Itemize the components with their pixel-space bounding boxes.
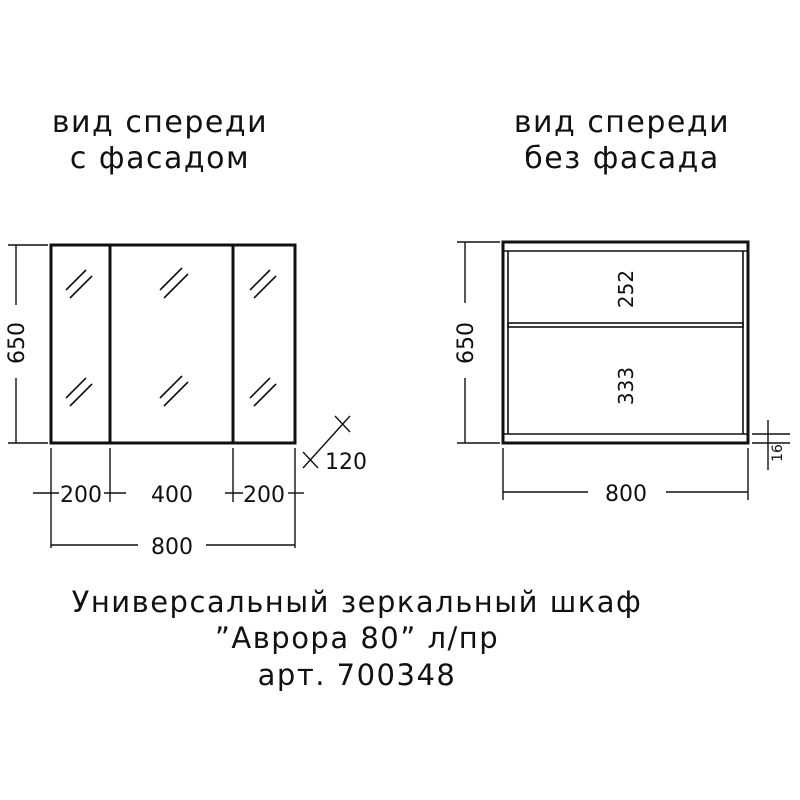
left-height-label: 650 bbox=[5, 322, 30, 364]
right-height-label: 650 bbox=[454, 322, 479, 364]
left-height-dimension bbox=[8, 244, 48, 444]
top-section-label: 252 bbox=[614, 270, 638, 308]
cabinet-with-facade bbox=[49, 243, 297, 445]
left-section-widths-dimension bbox=[33, 448, 304, 548]
right-height-dimension bbox=[457, 241, 500, 444]
width-left-label: 200 bbox=[60, 483, 102, 508]
cabinet-without-facade bbox=[501, 240, 750, 445]
right-total-width-dimension bbox=[502, 448, 749, 500]
left-view-title-line2: с фасадом bbox=[70, 141, 250, 176]
left-view-title-line1: вид спереди bbox=[52, 105, 268, 140]
depth-label: 120 bbox=[325, 450, 367, 475]
left-total-width-label: 800 bbox=[151, 535, 193, 560]
right-view-title-line1: вид спереди bbox=[514, 105, 730, 140]
product-name: Универсальный зеркальный шкаф bbox=[72, 585, 643, 619]
width-middle-label: 400 bbox=[151, 483, 193, 508]
right-view-title-line2: без фасада bbox=[524, 141, 719, 176]
plinth-dimension bbox=[752, 420, 790, 470]
bottom-section-label: 333 bbox=[614, 367, 638, 405]
product-article: арт. 700348 bbox=[258, 658, 457, 692]
mirror-reflection-marks bbox=[65, 267, 277, 407]
right-total-width-label: 800 bbox=[605, 482, 647, 507]
product-model: ”Аврора 80” л/пр bbox=[215, 621, 499, 655]
depth-marker bbox=[302, 415, 351, 469]
plinth-label: 16 bbox=[770, 444, 786, 462]
width-right-label: 200 bbox=[243, 483, 285, 508]
